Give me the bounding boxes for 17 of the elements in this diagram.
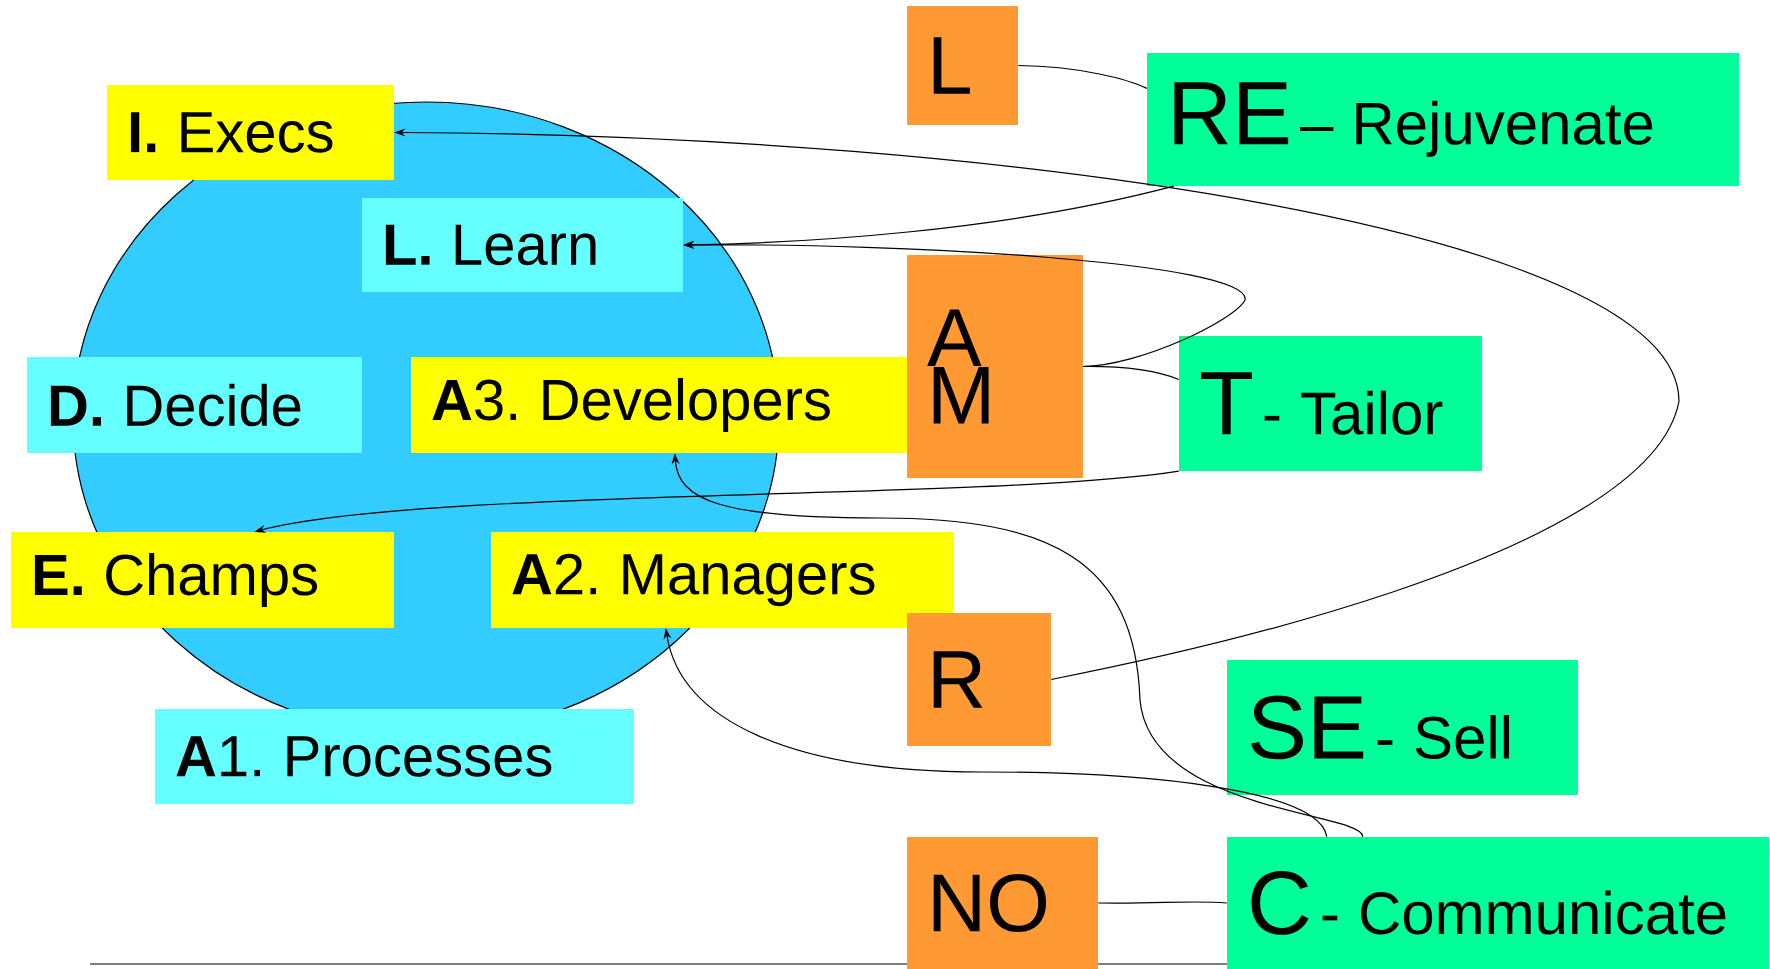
stage-box: T- Tailor (1179, 336, 1482, 471)
letter-box: A M (907, 255, 1083, 478)
connector-line (1097, 901, 1228, 904)
label-box: A2. Managers (491, 532, 954, 628)
label-box: L. Learn (362, 198, 683, 292)
stage-box: SE - Sell (1227, 660, 1578, 795)
label-box: A1. Processes (155, 709, 634, 804)
label-box: D. Decide (27, 357, 362, 453)
stage-box: C- Communicate (1227, 837, 1769, 969)
label-box: I. Execs (107, 85, 394, 180)
label-box: E. Champs (11, 532, 394, 628)
label-box: A3. Developers (411, 357, 907, 453)
letter-box: R (907, 613, 1051, 746)
connector-line (1082, 365, 1180, 381)
connector-line (1017, 64, 1148, 89)
letter-box: NO (907, 837, 1098, 969)
letter-box: L (907, 6, 1018, 125)
